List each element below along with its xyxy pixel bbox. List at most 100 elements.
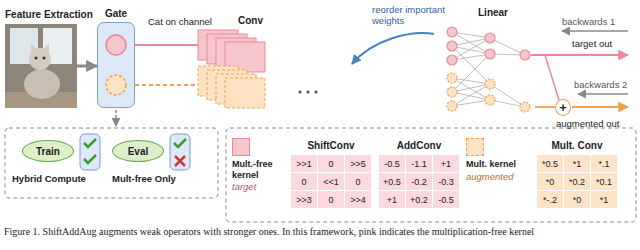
- connector: [535, 106, 555, 108]
- mode-panel: [80, 134, 100, 170]
- legend-swatch: [232, 138, 250, 156]
- node-label: Train: [36, 146, 60, 157]
- sum-circle: +: [555, 99, 571, 116]
- connector: [135, 84, 198, 86]
- conv-stack: [198, 30, 265, 108]
- table-cell: *1: [564, 155, 590, 172]
- table-cell: 0: [291, 173, 317, 190]
- pink-token: [106, 35, 126, 55]
- cat-ear: [43, 43, 49, 54]
- table-cell: *-.2: [537, 191, 563, 208]
- check-mark: [84, 155, 96, 163]
- node-heading: Feature Extraction: [5, 9, 93, 21]
- backward-arrow: [562, 30, 628, 32]
- kernel-grid: Mult. Conv*0.5*1*.1*0*0.2*0.1*-.2*0*1: [536, 140, 618, 209]
- table-cell: +1: [379, 191, 405, 208]
- connector: [77, 65, 97, 68]
- grid-heading: ShiftConv: [290, 140, 372, 152]
- legend-item: Mult.-free kernel: [232, 138, 284, 180]
- signal-name: backwards 1: [562, 16, 615, 27]
- role-tag: augmented: [466, 171, 514, 182]
- annotation: reorder important weights: [372, 4, 464, 26]
- table-cell: *1: [591, 191, 617, 208]
- cat-eye: [43, 57, 46, 60]
- cross-mark: [175, 156, 185, 166]
- grid-heading: Mult. Conv: [536, 140, 618, 152]
- backward-arrow: [578, 93, 628, 95]
- mode-ellipse: Train: [22, 140, 74, 162]
- grid-heading: AddConv: [378, 140, 460, 152]
- cat-ear: [31, 43, 37, 54]
- table-cell: >>5: [345, 155, 371, 172]
- orange-kernel: [225, 78, 265, 108]
- orange-neurons: [447, 73, 530, 112]
- table-cell: +0.5: [379, 173, 405, 190]
- pink-neurons: [447, 27, 530, 65]
- node-heading: Gate: [105, 8, 127, 20]
- table-cell: -1.1: [406, 155, 432, 172]
- table-cell: -0.2: [406, 173, 432, 190]
- table-cell: >>4: [345, 191, 371, 208]
- reorder-arrow: [352, 33, 434, 64]
- check-mark: [174, 139, 186, 147]
- table-cell: *.1: [591, 155, 617, 172]
- legend-text: Mult.-free kernel: [232, 159, 284, 180]
- figure-caption: Figure 1. ShiftAddAug augments weak oper…: [4, 226, 634, 238]
- check-mark: [84, 139, 96, 147]
- table-cell: *0.2: [564, 173, 590, 190]
- kernel-grid: ShiftConv >>10>>50<<10>>30>>4: [290, 140, 372, 209]
- kernel-cells: *0.5*1*.1*0*0.2*0.1*-.2*0*1: [536, 154, 618, 209]
- node-heading: Conv: [238, 15, 263, 27]
- annotation: Cat on channel: [148, 16, 212, 27]
- node-label: Eval: [128, 146, 149, 157]
- gate-down-arrow: [115, 110, 117, 126]
- ellipsis-dot: [314, 90, 317, 93]
- target-to-sum: [545, 55, 559, 100]
- gate-fill: [97, 22, 135, 108]
- legend-swatch: [466, 138, 484, 156]
- conv-stack: Conv: [198, 30, 293, 114]
- signal-name: target out: [572, 38, 612, 49]
- table-cell: -0.5: [379, 155, 405, 172]
- input-image: Feature Extraction: [5, 24, 77, 108]
- table-cell: *0.1: [591, 173, 617, 190]
- cat-eye: [35, 57, 38, 60]
- legend-item: Mult. kernel: [466, 138, 524, 170]
- table-cell: >>3: [291, 191, 317, 208]
- photo-ground: [5, 24, 77, 108]
- kernel-cells: >>10>>50<<10>>30>>4: [290, 154, 372, 209]
- table-cell: +0.2: [406, 191, 432, 208]
- table-cell: -0.5: [433, 191, 459, 208]
- gate-box: Gate: [97, 22, 135, 108]
- table-cell: 0: [318, 191, 344, 208]
- table-cell: >>1: [291, 155, 317, 172]
- cat-body: [24, 69, 60, 99]
- kernel-grid: AddConv-0.5-1.1+1+0.5-0.2-0.3+1+0.2-0.5: [378, 140, 460, 209]
- network-links: [452, 32, 525, 107]
- table-cell: +1: [433, 155, 459, 172]
- table-cell: *0.5: [537, 155, 563, 172]
- mode-box: [5, 128, 218, 198]
- role-tag: target: [232, 181, 256, 192]
- table-cell: -0.3: [433, 173, 459, 190]
- mode-name: Hybrid Compute: [12, 173, 86, 184]
- table-cell: 0: [318, 155, 344, 172]
- signal-name: augmented out: [556, 118, 619, 129]
- orange-token: [106, 75, 126, 95]
- linear-network: Linear: [440, 22, 535, 122]
- connector: [135, 44, 198, 46]
- legend-text: Mult. kernel: [466, 159, 524, 170]
- mode-panel: [170, 134, 190, 170]
- kernel-box: [226, 128, 636, 222]
- augmented-arrow: [572, 106, 628, 108]
- mode-ellipse: Eval: [112, 140, 164, 162]
- table-cell: <<1: [318, 173, 344, 190]
- node-label: +: [559, 101, 567, 114]
- kernel-cells: -0.5-1.1+1+0.5-0.2-0.3+1+0.2-0.5: [378, 154, 460, 209]
- mode-name: Mult-free Only: [112, 173, 176, 184]
- table-cell: *0: [564, 191, 590, 208]
- node-heading: Linear: [478, 7, 508, 19]
- table-cell: *0: [537, 173, 563, 190]
